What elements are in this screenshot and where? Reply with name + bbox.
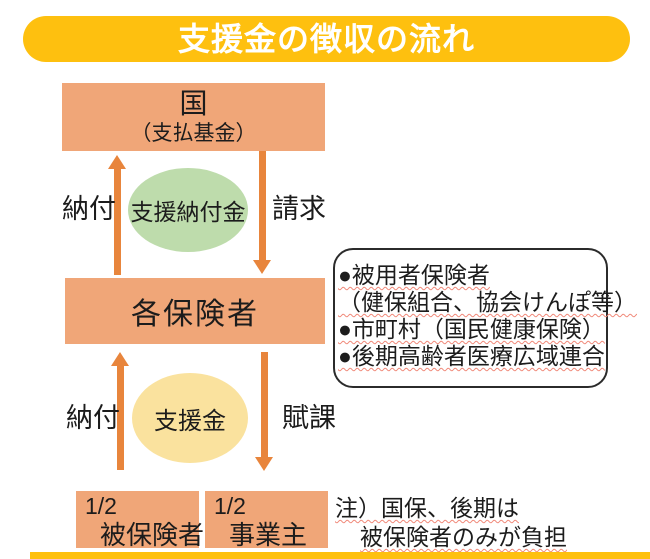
employer-fraction: 1/2 bbox=[214, 493, 246, 519]
insurer-type-employee-detail: （健保組合、協会けんぽ等） bbox=[338, 289, 637, 315]
insurers-box: 各保険者 bbox=[65, 278, 325, 344]
diagram-title: 支援金の徴収の流れ bbox=[177, 21, 475, 57]
footnote-line2: 被保険者のみが負担 bbox=[360, 524, 567, 550]
up-arrow-icon bbox=[111, 352, 129, 366]
insured-label: 被保険者 bbox=[100, 520, 205, 550]
levy-label: 賦課 bbox=[282, 403, 336, 433]
employer-box: 1/2 事業主 bbox=[205, 491, 328, 548]
up-arrow-shaft bbox=[117, 364, 124, 470]
down-arrow-icon bbox=[253, 260, 271, 274]
insurers-label: 各保険者 bbox=[131, 298, 259, 331]
footnote: 注）国保、後期は 被保険者のみが負担 bbox=[335, 494, 567, 552]
down-arrow-shaft bbox=[261, 352, 268, 459]
insured-fraction: 1/2 bbox=[85, 493, 117, 519]
employer-label: 事業主 bbox=[229, 520, 308, 550]
down-arrow-shaft bbox=[259, 151, 266, 261]
support-payment-label: 支援納付金 bbox=[130, 199, 246, 225]
billing-label: 請求 bbox=[272, 194, 326, 224]
insurer-types-panel: ●被用者保険者 （健保組合、協会けんぽ等） ●市町村（国民健康保険） ●後期高齢… bbox=[333, 248, 637, 388]
footnote-line1: 注）国保、後期は bbox=[335, 495, 519, 521]
up-arrow-shaft bbox=[114, 167, 121, 275]
support-payment-ellipse: 支援納付金 bbox=[128, 168, 248, 252]
payment-label-lower: 納付 bbox=[66, 403, 120, 433]
national-government-label: 国 bbox=[179, 88, 208, 119]
insurer-type-municipality: ●市町村（国民健康保険） bbox=[338, 316, 605, 342]
support-fund-label: 支援金 bbox=[154, 407, 226, 435]
next-section-banner-sliver bbox=[30, 552, 650, 559]
insurer-type-latelife-union: ●後期高齢者医療広域連合 bbox=[338, 343, 605, 369]
support-fund-ellipse: 支援金 bbox=[132, 373, 248, 463]
payment-label-upper: 納付 bbox=[62, 194, 116, 224]
down-arrow-icon bbox=[255, 457, 273, 471]
up-arrow-icon bbox=[108, 155, 126, 169]
national-government-box: 国 （支払基金） bbox=[62, 83, 325, 151]
payment-fund-label: （支払基金） bbox=[130, 122, 257, 145]
insurer-type-employee: ●被用者保険者 bbox=[338, 262, 490, 288]
diagram-title-banner: 支援金の徴収の流れ bbox=[23, 16, 630, 62]
insured-person-box: 1/2 被保険者 bbox=[76, 491, 205, 550]
